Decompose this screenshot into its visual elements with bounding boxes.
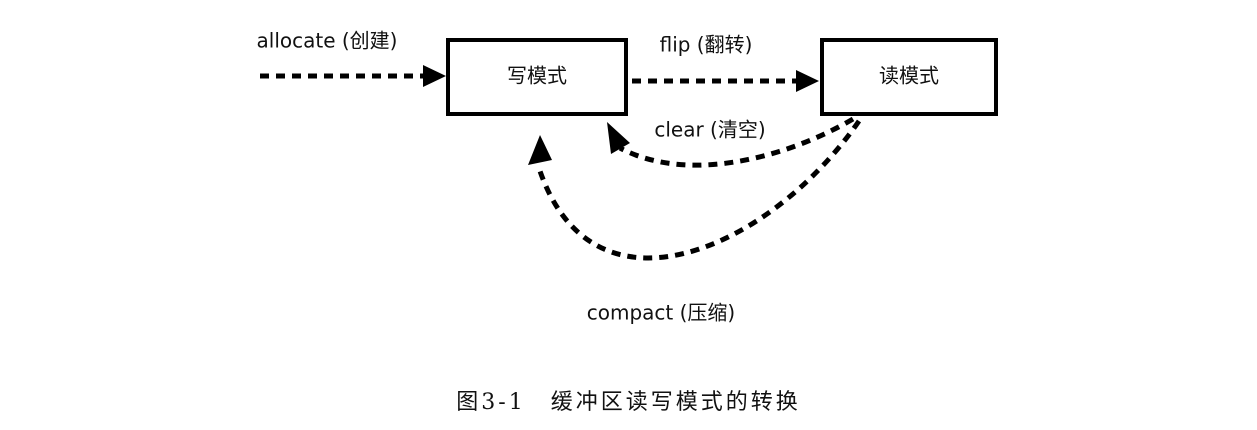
flip-arrowhead [796, 70, 819, 92]
edge-clear: clear (清空) [607, 116, 855, 168]
compact-arrowhead [528, 135, 552, 165]
allocate-arrowhead [423, 65, 446, 87]
allocate-label: allocate (创建) [257, 29, 398, 53]
write-mode-label: 写模式 [507, 64, 567, 88]
read-mode-box [820, 38, 998, 116]
edge-allocate: allocate (创建) [257, 29, 446, 87]
compact-arrow-path [535, 119, 862, 261]
read-mode-label: 读模式 [879, 64, 939, 88]
clear-arrow-path [618, 116, 855, 168]
edge-compact: compact (压缩) [528, 119, 862, 325]
node-read-mode: 读模式 [820, 38, 998, 116]
write-mode-box [446, 38, 628, 116]
node-write-mode: 写模式 [446, 38, 628, 116]
edge-flip: flip (翻转) [632, 33, 819, 92]
flip-label: flip (翻转) [660, 33, 753, 57]
compact-label: compact (压缩) [587, 301, 735, 325]
figure-caption: 图3-1 缓冲区读写模式的转换 [456, 390, 801, 415]
clear-arrowhead [607, 122, 630, 154]
clear-label: clear (清空) [654, 118, 765, 142]
